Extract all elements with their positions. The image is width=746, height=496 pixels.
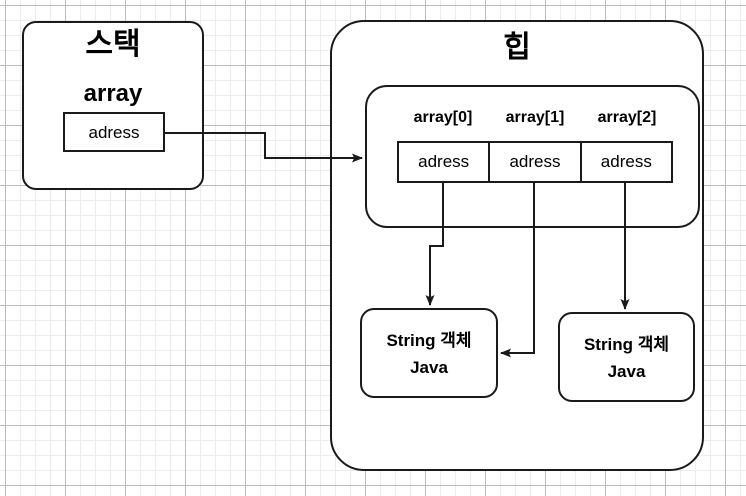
stack-variable-label: array bbox=[83, 80, 143, 107]
heap-title: 힙 bbox=[503, 31, 531, 64]
stack-title: 스택 bbox=[85, 28, 141, 61]
string-object-right: String 객체 Java bbox=[558, 312, 695, 402]
string-object-right-type: String 객체 bbox=[583, 334, 670, 354]
heap-array-table: adress adress adress bbox=[397, 141, 673, 183]
string-object-left: String 객체 Java bbox=[360, 308, 498, 398]
array-cell-2: adress bbox=[600, 152, 652, 171]
array-cell-1: adress bbox=[490, 143, 582, 181]
array-cell-0: adress bbox=[399, 143, 491, 181]
array-index-label-0: array[0] bbox=[413, 109, 473, 126]
array-index-label-2: array[2] bbox=[597, 109, 657, 126]
stack-reference-slot-value: adress bbox=[88, 123, 140, 142]
stack-region bbox=[22, 21, 204, 190]
array-index-label-1: array[1] bbox=[505, 109, 565, 126]
string-object-left-value: Java bbox=[410, 358, 448, 378]
string-object-left-type: String 객체 bbox=[386, 330, 472, 350]
stack-reference-slot bbox=[63, 112, 165, 152]
string-object-right-value: Java bbox=[607, 362, 646, 382]
